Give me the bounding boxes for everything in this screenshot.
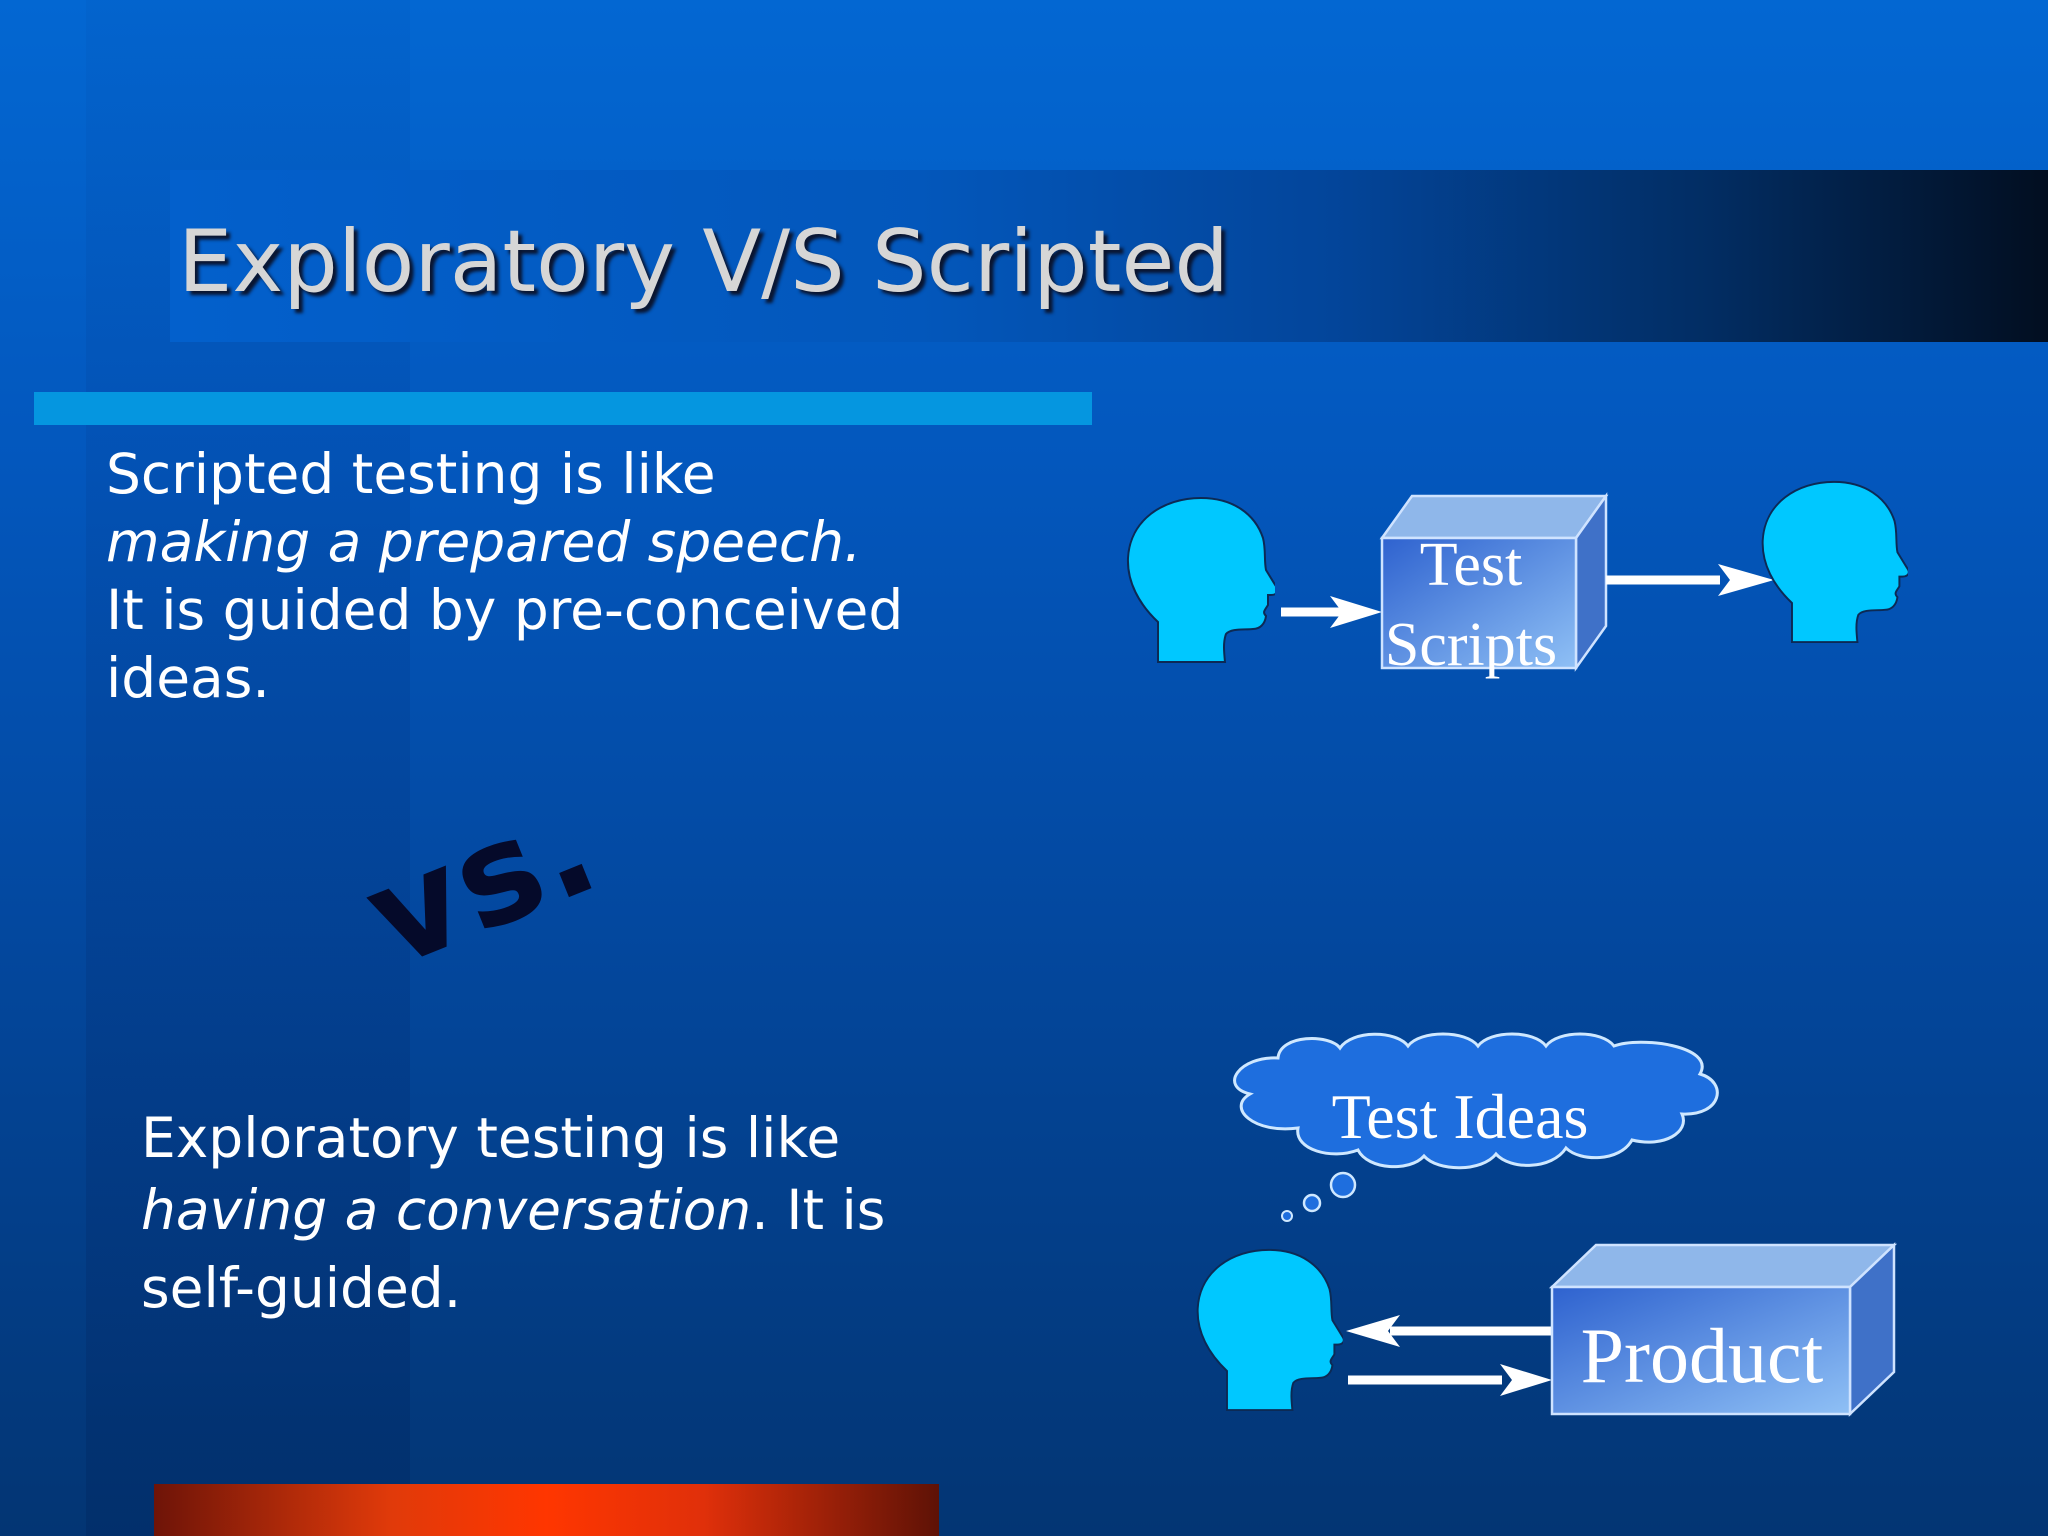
arrow-to-test-scripts-icon: [1281, 596, 1382, 628]
test-scripts-box: Test Scripts: [1379, 492, 1609, 679]
exploratory-line-3: self-guided.: [141, 1256, 462, 1320]
explorer-head-icon: [1196, 1248, 1343, 1412]
product-box: Product: [1548, 1242, 1898, 1417]
scripted-tester-head-icon: [1761, 480, 1908, 644]
title-bar: [170, 170, 2048, 342]
scripted-line-2: making a prepared speech.: [106, 510, 862, 574]
test-scripts-line-2: Scripts: [1385, 611, 1557, 679]
exploratory-line-2-italic: having a conversation: [141, 1178, 752, 1242]
test-ideas-label: Test Ideas: [1332, 1081, 1589, 1152]
thought-bubbles-icon: [1281, 1171, 1357, 1222]
scripted-author-head-icon: [1126, 497, 1275, 663]
scripted-description: Scripted testing is like making a prepar…: [106, 440, 903, 712]
product-label: Product: [1581, 1312, 1824, 1399]
arrow-from-product-icon: [1346, 1315, 1555, 1347]
test-ideas-cloud: Test Ideas: [1233, 1032, 1719, 1170]
scripted-line-3: It is guided by pre-conceived: [106, 578, 904, 642]
arrow-to-tester-icon: [1606, 564, 1774, 596]
exploratory-description: Exploratory testing is like having a con…: [141, 1102, 885, 1324]
accent-bar: [34, 392, 1092, 425]
slide-title: Exploratory V/S Scripted: [178, 212, 1229, 312]
scripted-line-4: ideas.: [106, 646, 270, 710]
test-scripts-line-1: Test: [1420, 531, 1522, 599]
exploratory-line-2-rest: . It is: [751, 1178, 886, 1242]
scripted-line-1: Scripted testing is like: [106, 442, 716, 506]
arrow-to-product-icon: [1348, 1364, 1552, 1396]
bottom-accent-bar: [154, 1484, 939, 1536]
exploratory-line-1: Exploratory testing is like: [141, 1106, 841, 1170]
